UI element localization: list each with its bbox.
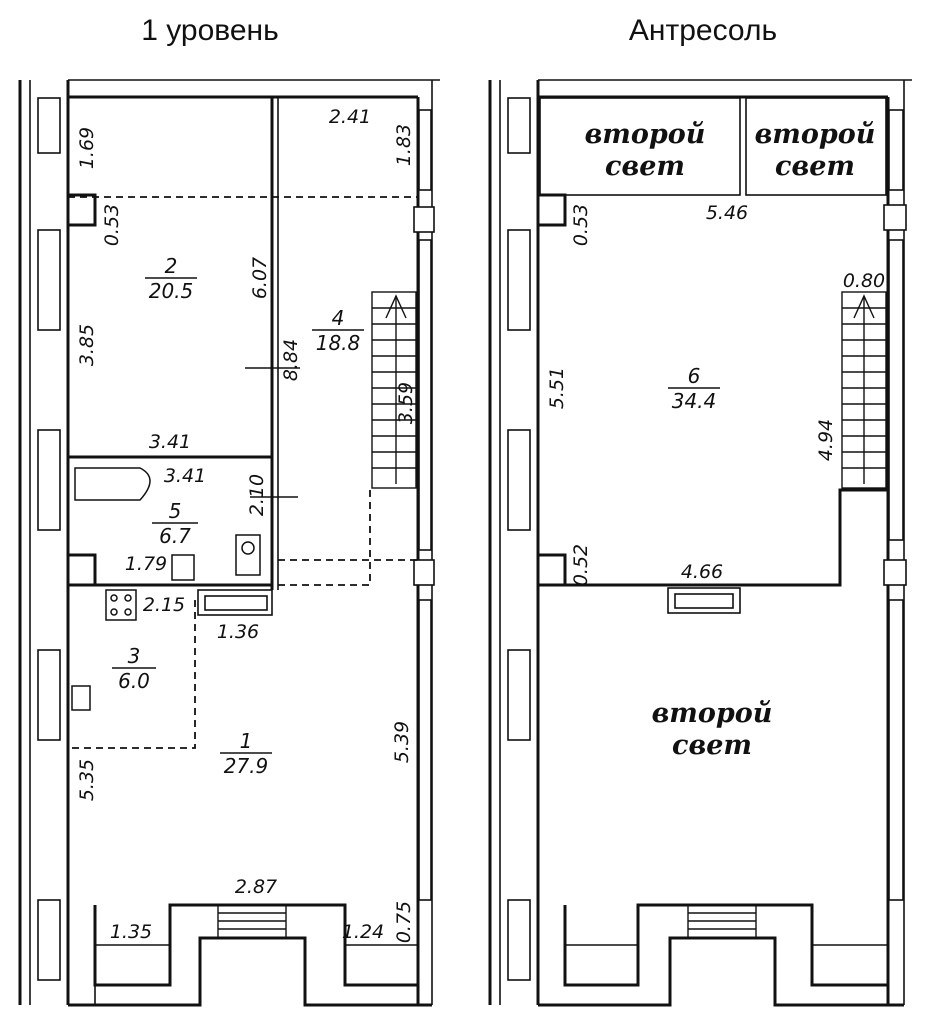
dim-2-41: 2.41 bbox=[329, 106, 371, 128]
svg-text:6.7: 6.7 bbox=[159, 524, 191, 548]
window bbox=[418, 109, 432, 191]
mezzanine-plan: второй свет второй свет второй свет 6 34… bbox=[488, 79, 912, 1007]
window bbox=[37, 97, 61, 154]
room-5-label: 5 6.7 bbox=[152, 499, 198, 548]
stove bbox=[105, 589, 137, 621]
mezzanine-staircase bbox=[841, 291, 887, 489]
dim-4-66: 4.66 bbox=[681, 561, 723, 583]
dim-1-24: 1.24 bbox=[342, 921, 384, 943]
mezzanine-title: Антресоль bbox=[628, 14, 778, 47]
dim-3-59: 3.59 bbox=[395, 382, 417, 424]
column bbox=[883, 204, 907, 231]
window bbox=[507, 97, 531, 154]
svg-text:18.8: 18.8 bbox=[316, 331, 361, 355]
svg-text:34.4: 34.4 bbox=[672, 389, 717, 413]
level1-plan: 2 20.5 4 18.8 5 6.7 3 6.0 1 27.9 1.69 0.… bbox=[18, 79, 440, 1007]
mezzanine-left-facade bbox=[488, 80, 540, 1005]
svg-text:3: 3 bbox=[128, 644, 141, 668]
column bbox=[413, 206, 435, 233]
dim-3-85: 3.85 bbox=[76, 324, 98, 366]
level1-entry bbox=[68, 903, 432, 1007]
mezzanine-entry bbox=[538, 903, 904, 1007]
dim-1-83: 1.83 bbox=[393, 124, 415, 166]
shower bbox=[235, 534, 261, 576]
svg-text:свет: свет bbox=[672, 730, 752, 761]
second-light-void-left bbox=[539, 97, 741, 196]
svg-text:второй: второй bbox=[755, 119, 876, 150]
window bbox=[888, 109, 904, 191]
toilet bbox=[171, 554, 195, 581]
window bbox=[37, 429, 61, 531]
svg-text:второй: второй bbox=[652, 698, 773, 729]
window bbox=[507, 229, 531, 331]
second-light-label-top-right: второй свет bbox=[755, 119, 876, 182]
window bbox=[507, 649, 531, 741]
second-light-void-right bbox=[745, 97, 887, 196]
svg-text:второй: второй bbox=[585, 119, 706, 150]
room-2-label: 2 20.5 bbox=[145, 254, 197, 303]
window bbox=[418, 239, 432, 551]
svg-text:4: 4 bbox=[332, 306, 345, 330]
dim-3-41-bath: 3.41 bbox=[164, 465, 206, 487]
dim-0-53: 0.53 bbox=[101, 204, 123, 246]
dim-1-69: 1.69 bbox=[76, 127, 98, 169]
svg-text:1: 1 bbox=[240, 729, 253, 753]
svg-text:свет: свет bbox=[775, 151, 855, 182]
dim-5-46: 5.46 bbox=[706, 202, 748, 224]
column bbox=[883, 559, 907, 586]
dim-1-35: 1.35 bbox=[110, 921, 152, 943]
dim-6-07: 6.07 bbox=[249, 257, 271, 299]
bathtub bbox=[74, 467, 151, 501]
window bbox=[418, 599, 432, 901]
dim-0-80: 0.80 bbox=[843, 270, 885, 292]
dim-1-79: 1.79 bbox=[125, 553, 167, 575]
dim-2-87: 2.87 bbox=[235, 876, 277, 898]
svg-text:6: 6 bbox=[688, 364, 701, 388]
window bbox=[37, 229, 61, 331]
level1-title: 1 уровень bbox=[141, 14, 279, 47]
dim-0-53-mezz: 0.53 bbox=[570, 204, 592, 246]
window bbox=[888, 239, 904, 541]
room-6-label: 6 34.4 bbox=[668, 364, 720, 413]
window bbox=[37, 649, 61, 741]
column bbox=[413, 559, 435, 586]
svg-text:свет: свет bbox=[605, 151, 685, 182]
dim-5-35: 5.35 bbox=[76, 759, 98, 801]
window bbox=[37, 899, 61, 981]
mezzanine-window-niche bbox=[667, 587, 741, 614]
window bbox=[888, 599, 904, 901]
room-3-label: 3 6.0 bbox=[112, 644, 156, 693]
svg-text:27.9: 27.9 bbox=[224, 754, 269, 778]
room-1-label: 1 27.9 bbox=[220, 729, 272, 778]
svg-text:5: 5 bbox=[169, 499, 182, 523]
level1-staircase bbox=[371, 291, 417, 489]
mezzanine-right-facade bbox=[883, 80, 907, 1005]
window bbox=[507, 429, 531, 531]
level1-left-facade bbox=[18, 80, 70, 1005]
dim-5-51: 5.51 bbox=[546, 367, 568, 409]
dim-4-94: 4.94 bbox=[815, 419, 837, 461]
second-light-label-main: второй свет bbox=[652, 698, 773, 761]
dim-5-39: 5.39 bbox=[391, 721, 413, 763]
second-light-label-top-left: второй свет bbox=[585, 119, 706, 182]
dim-2-15: 2.15 bbox=[143, 594, 185, 616]
dim-2-10: 2.10 bbox=[246, 474, 268, 516]
bath-niche bbox=[197, 589, 273, 616]
room-4-label: 4 18.8 bbox=[312, 306, 364, 355]
sink bbox=[71, 685, 91, 711]
level1-right-facade bbox=[413, 80, 435, 1005]
svg-text:20.5: 20.5 bbox=[149, 279, 194, 303]
svg-text:2: 2 bbox=[165, 254, 178, 278]
dim-0-52: 0.52 bbox=[570, 544, 592, 586]
dim-8-84: 8.84 bbox=[280, 339, 302, 381]
dim-0-75: 0.75 bbox=[393, 901, 415, 943]
svg-text:6.0: 6.0 bbox=[118, 669, 150, 693]
window bbox=[507, 899, 531, 981]
dim-1-36: 1.36 bbox=[217, 621, 259, 643]
dim-3-41-room2: 3.41 bbox=[149, 431, 191, 453]
